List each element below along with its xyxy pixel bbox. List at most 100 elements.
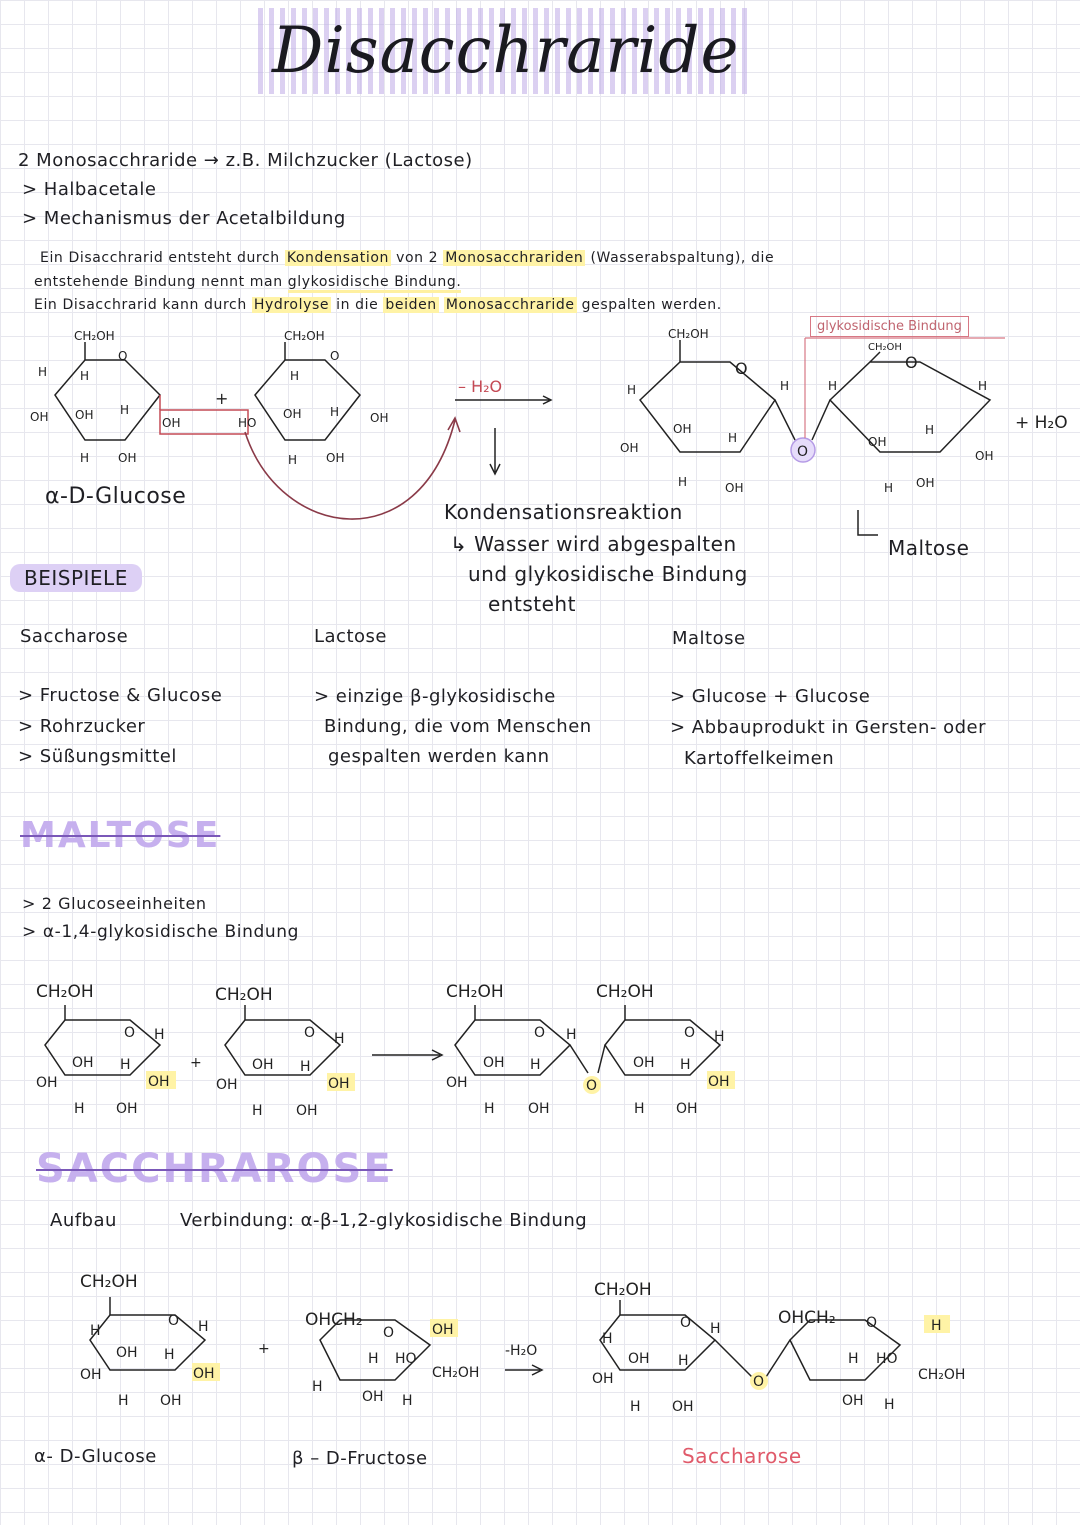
svg-text:O: O bbox=[680, 1315, 691, 1331]
svg-text:H: H bbox=[714, 1029, 725, 1045]
svg-text:CH₂OH: CH₂OH bbox=[446, 982, 504, 1002]
svg-text:CH₂OH: CH₂OH bbox=[74, 329, 115, 343]
svg-text:OH: OH bbox=[362, 1389, 384, 1405]
svg-text:OH: OH bbox=[483, 1055, 505, 1071]
svg-text:H: H bbox=[978, 379, 987, 393]
svg-text:CH₂OH: CH₂OH bbox=[215, 985, 273, 1005]
svg-text:OH: OH bbox=[432, 1322, 454, 1338]
kondensation-title: Kondensationsreaktion bbox=[444, 500, 683, 524]
svg-text:HO: HO bbox=[876, 1351, 898, 1367]
svg-text:OH: OH bbox=[868, 435, 886, 449]
svg-text:H: H bbox=[90, 1323, 101, 1339]
svg-text:OH: OH bbox=[628, 1351, 650, 1367]
svg-text:+: + bbox=[215, 389, 228, 408]
saccharose-product-label: Saccharose bbox=[682, 1444, 802, 1468]
svg-text:H: H bbox=[678, 1353, 689, 1369]
term-kondensation: Kondensation bbox=[284, 250, 391, 266]
glycosidic-oxygen bbox=[790, 437, 816, 463]
svg-text:H: H bbox=[566, 1027, 577, 1043]
svg-text:H: H bbox=[884, 1397, 895, 1413]
maltose-heading: MALTOSE bbox=[20, 815, 221, 856]
svg-text:OH: OH bbox=[446, 1075, 468, 1091]
maltose-ring-2 bbox=[828, 361, 992, 453]
svg-text:H: H bbox=[848, 1351, 859, 1367]
svg-text:OH: OH bbox=[252, 1057, 274, 1073]
svg-text:OH: OH bbox=[75, 408, 93, 422]
svg-text:H: H bbox=[118, 1393, 129, 1409]
svg-text:H: H bbox=[710, 1321, 721, 1337]
svg-text:H: H bbox=[330, 405, 339, 419]
intro-line-3: > Mechanismus der Acetalbildung bbox=[22, 208, 346, 229]
svg-text:CH₂OH: CH₂OH bbox=[284, 329, 325, 343]
svg-text:OHCH₂: OHCH₂ bbox=[305, 1310, 363, 1330]
maltose-formation-diagram: CH₂OH CH₂OH CH₂OH CH₂OH O H OH H OH OH H… bbox=[36, 982, 735, 1119]
svg-text:OH: OH bbox=[283, 407, 301, 421]
svg-text:OH: OH bbox=[592, 1371, 614, 1387]
svg-text:OH: OH bbox=[370, 411, 388, 425]
glucose-label: α-D-Glucose bbox=[45, 484, 187, 509]
svg-text:H: H bbox=[484, 1101, 495, 1117]
definition-line-2: entstehende Bindung nennt man glykosidis… bbox=[34, 274, 462, 293]
curved-arrow bbox=[244, 419, 456, 520]
svg-text:CH₂OH: CH₂OH bbox=[594, 1280, 652, 1300]
svg-text:OH: OH bbox=[116, 1101, 138, 1117]
svg-text:O: O bbox=[330, 349, 339, 363]
page-title: Disacchraride bbox=[272, 14, 740, 88]
svg-text:+: + bbox=[190, 1055, 202, 1071]
svg-text:OHCH₂: OHCH₂ bbox=[778, 1308, 836, 1328]
bond-label: glykosidische Bindung bbox=[810, 316, 969, 337]
svg-text:OH: OH bbox=[328, 1076, 350, 1092]
title-highlight: Disacchraride bbox=[258, 8, 754, 94]
svg-text:H: H bbox=[164, 1347, 175, 1363]
svg-text:O: O bbox=[168, 1313, 179, 1329]
svg-text:H: H bbox=[530, 1057, 541, 1073]
svg-text:O: O bbox=[534, 1025, 545, 1041]
svg-text:H: H bbox=[884, 481, 893, 495]
svg-text:H: H bbox=[252, 1103, 263, 1119]
svg-text:OH: OH bbox=[193, 1366, 215, 1382]
svg-text:O: O bbox=[118, 349, 127, 363]
svg-text:OH: OH bbox=[916, 476, 934, 490]
svg-text:H: H bbox=[925, 423, 934, 437]
svg-text:OH: OH bbox=[72, 1055, 94, 1071]
example-name-maltose: Maltose bbox=[672, 628, 746, 649]
svg-text:OH: OH bbox=[116, 1345, 138, 1361]
svg-text:H: H bbox=[627, 383, 636, 397]
svg-text:OH: OH bbox=[975, 449, 993, 463]
glucose-ring-1 bbox=[54, 359, 161, 441]
definition-line-3: Ein Disacchrarid kann durch Hydrolyse in… bbox=[34, 297, 722, 313]
svg-text:H: H bbox=[120, 403, 129, 417]
svg-text:OH: OH bbox=[80, 1367, 102, 1383]
svg-text:H: H bbox=[312, 1379, 323, 1395]
svg-text:CH₂OH: CH₂OH bbox=[868, 342, 902, 353]
intro-line-2: > Halbacetale bbox=[22, 179, 157, 200]
svg-text:O: O bbox=[124, 1025, 135, 1041]
svg-text:H: H bbox=[80, 369, 89, 383]
svg-text:O: O bbox=[866, 1315, 877, 1331]
svg-text:-H₂O: -H₂O bbox=[505, 1343, 537, 1359]
svg-text:CH₂OH: CH₂OH bbox=[668, 327, 709, 341]
svg-text:O: O bbox=[905, 353, 918, 372]
svg-text:OH: OH bbox=[296, 1103, 318, 1119]
svg-text:OH: OH bbox=[633, 1055, 655, 1071]
svg-text:H: H bbox=[288, 453, 297, 467]
alpha-glucose-label: α- D-Glucose bbox=[34, 1446, 157, 1467]
svg-text:H: H bbox=[290, 369, 299, 383]
svg-text:+: + bbox=[258, 1341, 270, 1357]
svg-text:H: H bbox=[634, 1101, 645, 1117]
svg-text:OH: OH bbox=[673, 422, 691, 436]
svg-text:HO: HO bbox=[238, 416, 256, 430]
beta-fructose-label: β – D-Fructose bbox=[292, 1448, 428, 1469]
term-monosaccharide: Monosacchrariden bbox=[443, 250, 586, 266]
svg-text:O: O bbox=[684, 1025, 695, 1041]
svg-text:+ H₂O: + H₂O bbox=[1015, 413, 1068, 433]
saccharose-heading: SACCHRAROSE bbox=[36, 1146, 393, 1192]
beispiele-heading: BEISPIELE bbox=[10, 564, 142, 592]
svg-text:OH: OH bbox=[528, 1101, 550, 1117]
svg-text:OH: OH bbox=[676, 1101, 698, 1117]
svg-text:OH: OH bbox=[148, 1074, 170, 1090]
svg-text:CH₂OH: CH₂OH bbox=[432, 1365, 479, 1381]
svg-text:H: H bbox=[680, 1057, 691, 1073]
svg-text:O: O bbox=[304, 1025, 315, 1041]
svg-text:OH: OH bbox=[36, 1075, 58, 1091]
